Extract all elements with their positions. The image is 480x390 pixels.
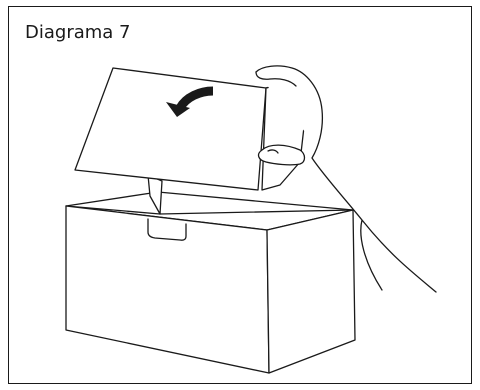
figure-title: Diagrama 7 — [25, 22, 131, 43]
lid-panel — [74, 67, 267, 191]
hand-outline — [255, 65, 437, 293]
box-body — [65, 191, 356, 374]
curved-arrow-down-icon — [166, 86, 214, 117]
arrow-head — [166, 102, 190, 117]
box-tab-slot — [147, 218, 187, 241]
box-right-face — [266, 209, 356, 374]
arrow-shaft — [176, 86, 214, 111]
box-front-face — [65, 205, 270, 374]
hand — [255, 65, 437, 293]
hand-thumb — [255, 71, 297, 87]
hand-fingernail — [267, 149, 279, 154]
